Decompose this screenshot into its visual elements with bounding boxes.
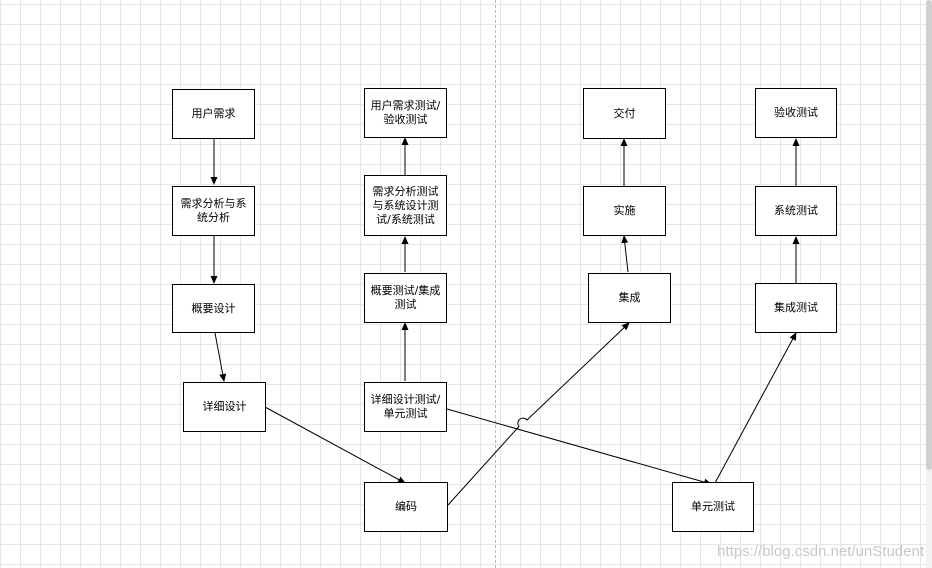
scrollbar-thumb[interactable] xyxy=(926,0,932,470)
node-deploy[interactable]: 实施 xyxy=(583,186,666,236)
node-integrate[interactable]: 集成 xyxy=(588,273,671,323)
edge-unit-test-plan-to-unit-test xyxy=(446,408,712,486)
watermark-text: https://blog.csdn.net/unStudent xyxy=(717,543,924,560)
node-delivery[interactable]: 交付 xyxy=(583,88,666,139)
node-unit-test[interactable]: 单元测试 xyxy=(672,482,754,532)
dashed-divider xyxy=(495,0,496,568)
node-requirements-analysis[interactable]: 需求分析与系统分析 xyxy=(172,186,255,236)
edge-unit-test-to-integration-test xyxy=(714,332,797,484)
node-integration-test[interactable]: 集成测试 xyxy=(755,283,837,333)
node-coding[interactable]: 编码 xyxy=(364,482,448,532)
vertical-scrollbar[interactable] xyxy=(926,0,932,568)
node-acceptance-test[interactable]: 验收测试 xyxy=(755,88,837,138)
node-system-test-plan[interactable]: 需求分析测试与系统设计测试/系统测试 xyxy=(364,175,447,236)
node-user-requirements[interactable]: 用户需求 xyxy=(172,89,255,139)
node-acceptance-test-plan[interactable]: 用户需求测试/验收测试 xyxy=(364,88,447,138)
node-detail-design[interactable]: 详细设计 xyxy=(183,382,266,432)
node-unit-test-plan[interactable]: 详细设计测试/单元测试 xyxy=(364,382,447,432)
node-outline-design[interactable]: 概要设计 xyxy=(172,284,255,333)
edge-coding-to-integrate xyxy=(447,322,630,506)
edge-detail-design-to-coding xyxy=(264,406,406,484)
node-integration-test-plan[interactable]: 概要测试/集成测试 xyxy=(364,273,447,323)
edge-integrate-to-deploy xyxy=(621,235,629,273)
edge-outline-design-to-detail-design xyxy=(214,332,227,382)
node-system-test[interactable]: 系统测试 xyxy=(755,186,837,236)
